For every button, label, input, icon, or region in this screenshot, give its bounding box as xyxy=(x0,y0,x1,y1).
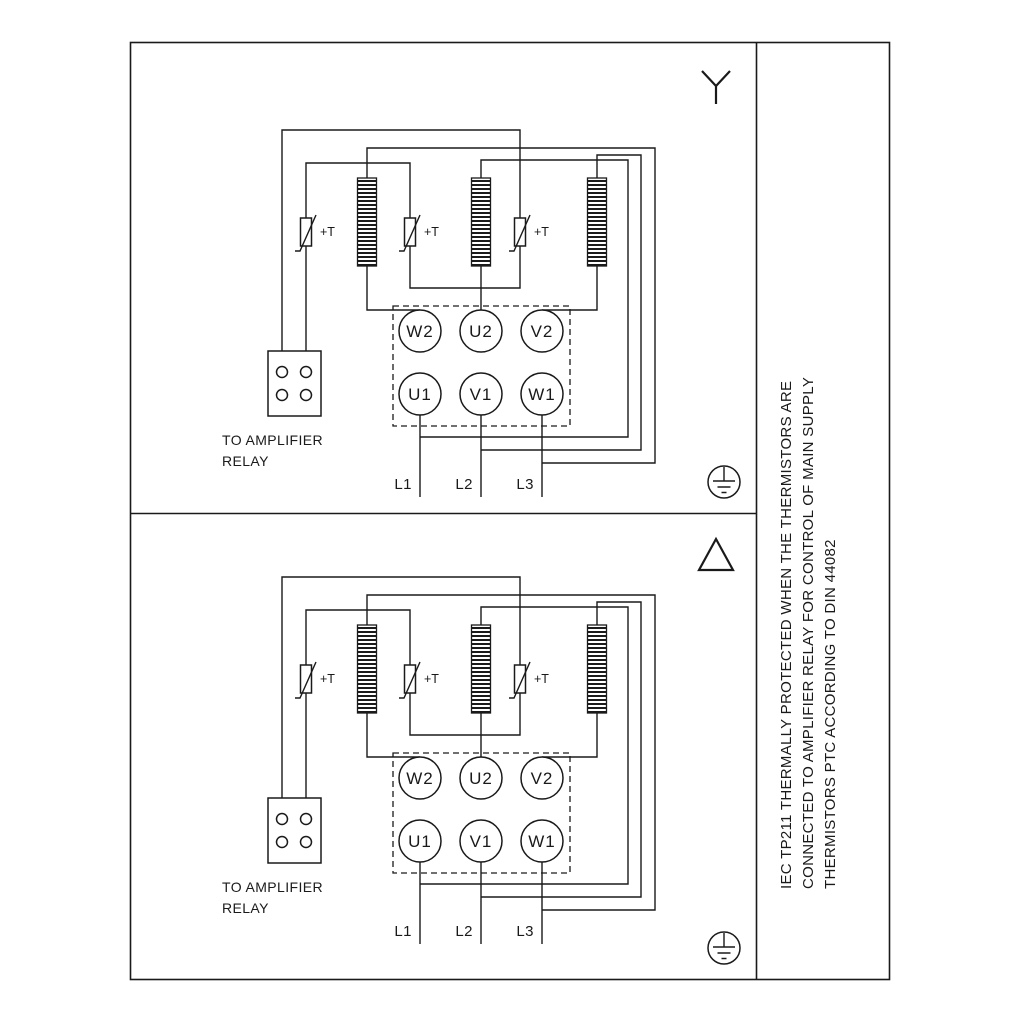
terminal-label: V2 xyxy=(531,769,554,788)
terminal-label: U1 xyxy=(408,385,432,404)
relay-terminal-box xyxy=(267,797,322,864)
terminal-label: W2 xyxy=(406,322,434,341)
thermistor-2: +T xyxy=(399,661,439,699)
side-note: IEC TP211 THERMALLY PROTECTED WHEN THE T… xyxy=(778,377,839,889)
relay-terminal xyxy=(275,388,289,402)
outer-border xyxy=(129,41,891,981)
loopback-wires xyxy=(366,147,656,464)
terminal-label: U1 xyxy=(408,832,432,851)
side-note-line1: IEC TP211 THERMALLY PROTECTED WHEN THE T… xyxy=(778,381,795,889)
thermistor-chain-wires xyxy=(281,576,521,798)
thermistor-3: +T xyxy=(509,214,549,252)
supply-label-l3: L3 xyxy=(516,476,534,493)
relay-terminal xyxy=(275,365,289,379)
thermistor-label: +T xyxy=(534,672,549,686)
supply-label-l3: L3 xyxy=(516,923,534,940)
relay-caption-line1: TO AMPLIFIER xyxy=(222,432,323,448)
loopback-wires xyxy=(366,594,656,911)
terminal-v1: V1 xyxy=(459,819,503,863)
terminal-v2: V2 xyxy=(520,756,564,800)
supply-label-l1: L1 xyxy=(394,476,412,493)
thermistor-3: +T xyxy=(509,661,549,699)
terminal-u1: U1 xyxy=(398,372,442,416)
relay-terminal xyxy=(299,365,313,379)
thermistor-1: +T xyxy=(295,214,335,252)
terminal-box xyxy=(392,305,571,427)
terminal-label: V2 xyxy=(531,322,554,341)
thermistor-label: +T xyxy=(320,225,335,239)
terminal-u1: U1 xyxy=(398,819,442,863)
relay-caption-line1: TO AMPLIFIER xyxy=(222,879,323,895)
terminal-w2: W2 xyxy=(398,309,442,353)
winding-terminal-wires xyxy=(366,713,598,758)
terminal-v1: V1 xyxy=(459,372,503,416)
thermistor-chain-wires xyxy=(281,129,521,351)
earth-ground-icon xyxy=(707,931,741,965)
relay-terminal xyxy=(275,835,289,849)
terminal-box xyxy=(392,752,571,874)
relay-caption-line2: RELAY xyxy=(222,453,269,469)
supply-label-l2: L2 xyxy=(455,476,473,493)
panel-star-diagram: +T +T +T W2 U2 V2 U1 xyxy=(222,129,656,497)
thermistor-label: +T xyxy=(534,225,549,239)
terminal-w2: W2 xyxy=(398,756,442,800)
star-symbol-icon xyxy=(701,70,731,104)
terminal-label: U2 xyxy=(469,769,493,788)
thermistor-label: +T xyxy=(424,672,439,686)
terminal-w1: W1 xyxy=(520,372,564,416)
motor-winding-w xyxy=(356,177,378,267)
terminal-label: U2 xyxy=(469,322,493,341)
terminal-label: V1 xyxy=(470,385,493,404)
motor-winding-u xyxy=(470,177,492,267)
terminal-label: W2 xyxy=(406,769,434,788)
motor-winding-v xyxy=(586,624,608,714)
terminal-v2: V2 xyxy=(520,309,564,353)
supply-label-l2: L2 xyxy=(455,923,473,940)
relay-terminal xyxy=(299,835,313,849)
terminal-w1: W1 xyxy=(520,819,564,863)
terminal-label: W1 xyxy=(528,832,556,851)
thermistor-1: +T xyxy=(295,661,335,699)
earth-ground-icon xyxy=(707,465,741,499)
relay-terminal xyxy=(275,812,289,826)
side-note-line2: CONNECTED TO AMPLIFIER RELAY FOR CONTROL… xyxy=(800,377,817,889)
terminal-u2: U2 xyxy=(459,309,503,353)
delta-symbol-icon xyxy=(697,536,735,572)
relay-terminal-box xyxy=(267,350,322,417)
terminal-label: W1 xyxy=(528,385,556,404)
motor-winding-v xyxy=(586,177,608,267)
motor-winding-w xyxy=(356,624,378,714)
side-note-line3: THERMISTORS PTC ACCORDING TO DIN 44082 xyxy=(822,539,839,889)
terminal-label: V1 xyxy=(470,832,493,851)
supply-label-l1: L1 xyxy=(394,923,412,940)
relay-terminal xyxy=(299,812,313,826)
winding-terminal-wires xyxy=(366,266,598,311)
relay-terminal xyxy=(299,388,313,402)
thermistor-label: +T xyxy=(424,225,439,239)
panel-delta-diagram: +T +T +T W2 U2 V2 U1 xyxy=(222,576,656,944)
relay-caption-line2: RELAY xyxy=(222,900,269,916)
thermistor-label: +T xyxy=(320,672,335,686)
thermistor-2: +T xyxy=(399,214,439,252)
motor-winding-u xyxy=(470,624,492,714)
supply-wires xyxy=(419,415,543,497)
terminal-u2: U2 xyxy=(459,756,503,800)
supply-wires xyxy=(419,862,543,944)
